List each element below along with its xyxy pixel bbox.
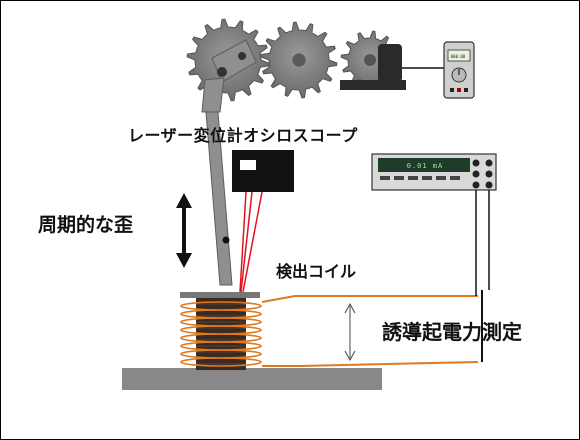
strain-rod: [205, 111, 233, 286]
multimeter-icon: [443, 41, 475, 99]
gap-arrow-icon: [344, 302, 356, 362]
stage: [122, 292, 382, 390]
detection-coil-label: 検出コイル: [276, 262, 357, 281]
coil-leads: [261, 295, 479, 367]
oscilloscope-wires: [475, 188, 490, 362]
induced-emf-label: 誘導起電力測定: [382, 320, 522, 344]
oscilloscope-readout: 0.01 mA: [406, 162, 444, 170]
oscilloscope-icon: [371, 153, 497, 191]
periodic-strain-label: 周期的な歪: [38, 214, 134, 236]
detection-coil-winding: [180, 301, 262, 367]
laser-sensor-icon: [232, 150, 294, 293]
laser-oscilloscope-label: レーザー変位計オシロスコープ: [128, 126, 358, 145]
crank-arm: [201, 39, 257, 113]
meter-readout: 000.00: [450, 54, 466, 59]
gear-middle-icon: [260, 21, 338, 99]
double-arrow-icon: [176, 193, 192, 268]
motor-icon: [340, 44, 406, 90]
